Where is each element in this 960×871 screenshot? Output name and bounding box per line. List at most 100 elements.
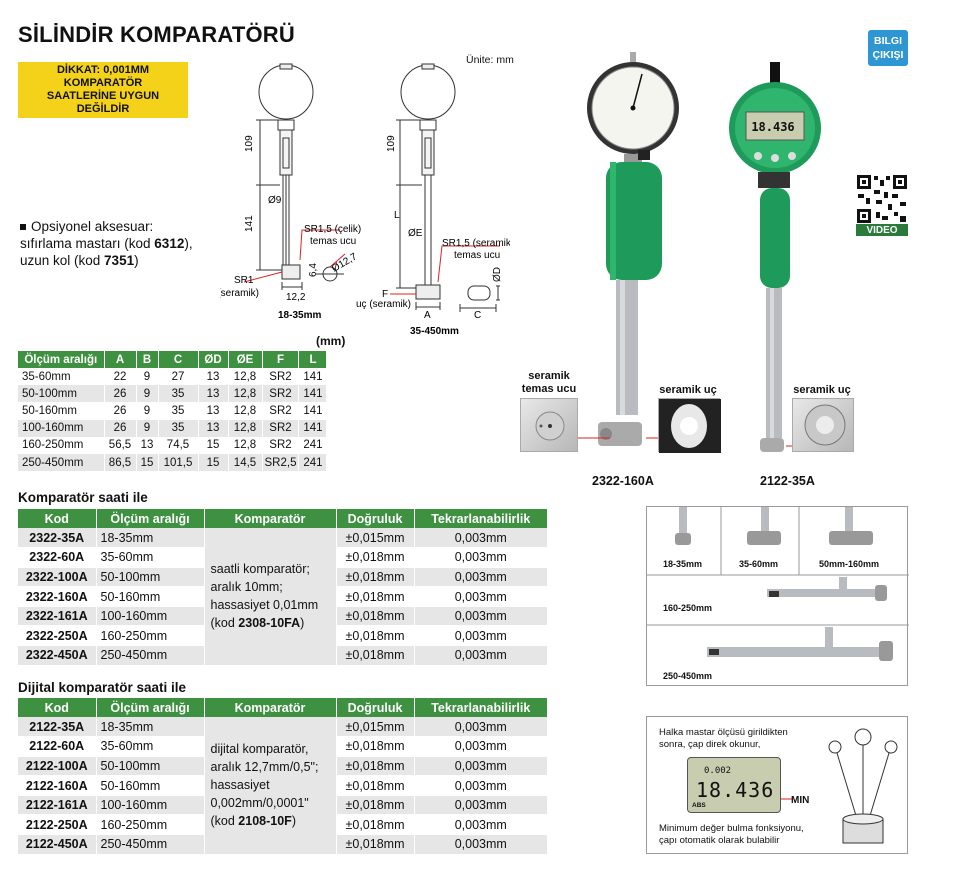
dim-F: F	[382, 289, 388, 300]
rep-cell: 0,003mm	[414, 547, 548, 568]
digital-header: Komparatör	[204, 698, 337, 717]
rep-cell: 0,003mm	[414, 736, 548, 757]
tip-label: uç (seramik)	[220, 288, 259, 299]
dim-A: A	[424, 310, 431, 321]
spec-cell: SR2	[262, 436, 300, 454]
min-bottom-line-1: Minimum değer bulma fonksiyonu,	[659, 823, 804, 834]
spec-cell: SR2	[262, 368, 300, 386]
range-label-5: 250-450mm	[663, 671, 713, 681]
spec-cell: 141	[298, 368, 328, 386]
comparator-code-part: 2308-10FA	[238, 616, 301, 631]
spec-header: A	[104, 351, 137, 368]
sr-label: SR1,5 (çelik)	[304, 224, 361, 235]
rep-cell: 0,003mm	[414, 756, 548, 777]
technical-drawing-18-35: 109 141 Ø9 SR1,5 (çelik) temas ucu 6,4 Ø…	[220, 63, 361, 321]
ceramic-contact-photo	[520, 398, 578, 452]
spec-cell: 241	[298, 453, 328, 472]
callout-1-line-1: seramik	[528, 370, 570, 382]
technical-drawing-35-450: 109 L ØE SR1,5 (seramik) temas ucu ØD F …	[356, 63, 510, 337]
warning-line-2: SAATLERİNE UYGUN DEĞİLDİR	[46, 90, 160, 115]
code-cell: 2322-35A	[18, 528, 97, 549]
video-label: VIDEO	[866, 225, 898, 236]
comparator-code-part: (kod	[210, 814, 239, 829]
dial-table-header: Kod Ölçüm aralığı Komparatör Doğruluk Te…	[18, 509, 548, 528]
dim-141: 141	[244, 215, 255, 232]
dim-109-right: 109	[386, 135, 397, 152]
range-cell: 160-250mm	[96, 625, 205, 647]
dial-bore-gauge-image	[587, 52, 679, 446]
ring-gauge-measurement-drawing	[828, 728, 898, 844]
drawing-caption-left: 18-35mm	[278, 310, 321, 321]
min-panel-bottom-text: Minimum değer bulma fonksiyonu, çapı oto…	[659, 823, 804, 847]
rep-cell: 0,003mm	[414, 814, 548, 836]
spec-cell: 100-160mm	[18, 419, 105, 437]
accessory-line-2c: ),	[184, 236, 193, 251]
spec-cell: 15	[198, 436, 229, 454]
spec-cell: 86,5	[104, 453, 137, 472]
spec-cell: 13	[198, 402, 229, 420]
range-cell: 35-60mm	[96, 547, 205, 568]
lcd-abs-label: ABS	[692, 802, 706, 809]
digital-table: Kod Ölçüm aralığı Komparatör Doğruluk Te…	[18, 698, 548, 855]
ceramic-tip-photo-1	[658, 398, 721, 453]
spec-cell: 241	[298, 436, 328, 454]
spec-header: Ölçüm aralığı	[18, 351, 105, 368]
min-top-line-1: Halka mastar ölçüsü girildikten	[659, 727, 788, 738]
callout-ceramic-contact: seramik temas ucu	[516, 370, 582, 396]
code-cell: 2322-161A	[18, 606, 97, 627]
spec-cell: 141	[298, 385, 328, 403]
spec-cell: 160-250mm	[18, 436, 105, 454]
sr-label-right-2: temas ucu	[454, 250, 500, 261]
spec-cell: 26	[104, 402, 137, 420]
digital-section-title: Dijital komparatör saati ile	[18, 680, 187, 695]
code-cell: 2322-100A	[18, 567, 97, 588]
data-output-badge: BILGI ÇIKIŞI	[868, 30, 908, 66]
spec-header: F	[262, 351, 300, 368]
range-label-2: 35-60mm	[739, 559, 779, 569]
dim-dD: ØD	[492, 267, 503, 282]
min-tag: MIN	[791, 795, 810, 806]
rep-cell: 0,003mm	[414, 606, 548, 627]
spec-header: ØE	[228, 351, 263, 368]
comparator-line: aralık 12,7mm/0,5";	[210, 760, 319, 775]
code-cell: 2122-60A	[18, 736, 97, 757]
spec-cell: 12,8	[228, 368, 263, 386]
accessory-line-3a: uzun kol (kod	[20, 253, 105, 268]
spec-table-header: Ölçüm aralığı A B C ØD ØE F L	[18, 351, 328, 368]
acc-cell: ±0,018mm	[336, 645, 415, 666]
acc-cell: ±0,018mm	[336, 756, 415, 777]
acc-cell: ±0,018mm	[336, 606, 415, 627]
code-cell: 2322-250A	[18, 625, 97, 647]
product-code-2122-35A: 2122-35A	[760, 474, 815, 488]
spec-cell: 9	[136, 402, 159, 420]
digital-display-value: 18.436	[751, 120, 795, 134]
unit-note: Ünite: mm	[466, 54, 514, 66]
rep-cell: 0,003mm	[414, 586, 548, 607]
range-cell: 250-450mm	[96, 645, 205, 666]
range-cell: 35-60mm	[96, 736, 205, 757]
code-cell: 2122-250A	[18, 814, 97, 836]
spec-cell: 13	[198, 385, 229, 403]
sr-label-right: SR1,5 (seramik)	[442, 238, 510, 249]
rep-cell: 0,003mm	[414, 834, 548, 855]
sr-label-2: temas ucu	[310, 236, 356, 247]
range-cell: 160-250mm	[96, 814, 205, 836]
qr-code-icon[interactable]	[856, 174, 908, 236]
comparator-code-part: 2108-10F	[238, 814, 292, 829]
digital-header: Tekrarlanabilirlik	[414, 698, 548, 717]
spec-cell: 13	[198, 419, 229, 437]
spec-cell: 101,5	[158, 453, 199, 472]
dial-header: Komparatör	[204, 509, 337, 528]
comparator-code-line: (kod 2308-10FA)	[211, 614, 336, 632]
acc-cell: ±0,018mm	[336, 736, 415, 757]
